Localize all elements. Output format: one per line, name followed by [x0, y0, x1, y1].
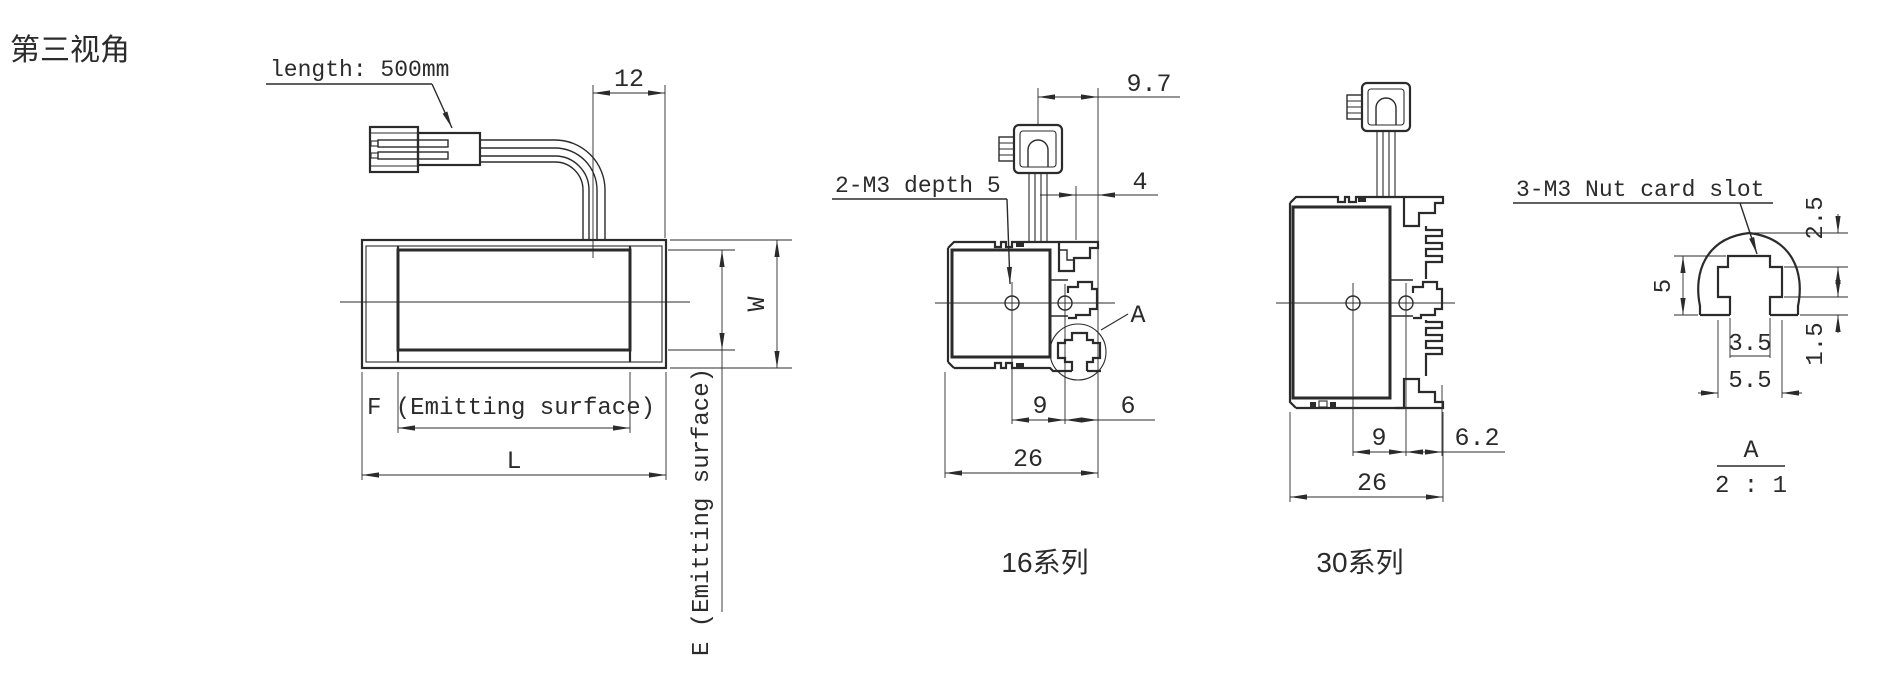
dim-97-extensions [1037, 88, 1099, 478]
profile-30-top-edge [1289, 195, 1395, 204]
dim-width: W [743, 296, 772, 311]
profile-16-nut-slot [1056, 331, 1102, 371]
dim-emitting-width: E (Emitting surface) [689, 368, 716, 656]
profile-30-left-edge [1288, 203, 1297, 409]
dim-55-extensions [1717, 320, 1783, 398]
detail-dome-outline [1697, 231, 1801, 315]
connector-30-prongs [1347, 100, 1362, 114]
profile-30-top-hook [1395, 195, 1445, 228]
profile-16-bottom-mark [1016, 363, 1024, 368]
profile-30-fins-upper [1424, 226, 1444, 279]
wire-loop-30 [1375, 97, 1397, 125]
dim-w-extensions [670, 239, 792, 369]
bar-body-inner-line [365, 245, 663, 363]
connector-30-inner [1367, 88, 1405, 126]
profile-16-bottom-edge [954, 361, 1101, 373]
series-30-label: 30系列 [1316, 547, 1403, 578]
detail-a-view: 3-M3 Nut card slot 5 2.5 1.5 3.5 5.5 A 2… [1513, 177, 1848, 500]
profile-16-left-edge [946, 248, 955, 369]
connector-back-detail [370, 132, 418, 167]
profile-16-mid-tab [1066, 280, 1099, 320]
profile-30-bottom-hook [1395, 377, 1445, 410]
dim-1-5: 1.5 [1803, 322, 1830, 365]
note-2m3-leader [832, 198, 1010, 284]
dim-6: 6 [1120, 392, 1135, 421]
end-cap-dividers [396, 246, 632, 362]
bar-body-outline [360, 238, 668, 370]
dim-5: 5 [1651, 279, 1678, 293]
dim-5-5: 5.5 [1728, 368, 1771, 395]
cable-horizontal [480, 139, 555, 163]
profile-16-top-hook-inner [1059, 249, 1074, 261]
dim-e-extensions [668, 249, 735, 351]
series-16-view: A 9.7 4 2-M3 depth 5 9 6 26 16系列 [832, 70, 1180, 578]
centerline-30-v [1352, 283, 1407, 456]
dim-9-7: 9.7 [1126, 70, 1171, 99]
profile-30-bottom-mark3 [1330, 402, 1336, 407]
dim-9-16: 9 [1032, 392, 1047, 421]
connector-16-prongs [999, 142, 1014, 156]
dim-l-extensions [361, 372, 667, 480]
cable-bend [554, 139, 606, 191]
cable-length-note: length: 500mm [270, 57, 449, 83]
front-view: length: 500mm 12 F (Emitting surface) [266, 57, 792, 656]
note-3m3: 3-M3 Nut card slot [1516, 177, 1764, 203]
connector-front-shell [416, 131, 482, 167]
dim-f-extensions [397, 372, 631, 433]
dim-right-extensions [1752, 232, 1848, 316]
profile-16-top-hook [1050, 240, 1100, 273]
connector-16-inner [1019, 130, 1057, 168]
profile-16-top-edge [947, 240, 1050, 249]
detail-title-a: A [1743, 436, 1758, 465]
connector-30-outer [1360, 81, 1412, 133]
detail-ref-a: A [1130, 301, 1145, 330]
dim-4: 4 [1132, 168, 1147, 197]
detail-scale: 2 : 1 [1715, 473, 1787, 500]
series-30-view: 9 6.2 26 30系列 [1276, 81, 1505, 578]
projection-view-label: 第三视角 [10, 34, 130, 67]
profile-16-top-mark [1016, 242, 1024, 247]
wire-loop-16 [1027, 139, 1049, 167]
cable-16 [1028, 173, 1048, 242]
cable-vertical [582, 190, 606, 240]
dim-3-5: 3.5 [1728, 331, 1771, 358]
dim-12: 12 [614, 65, 644, 94]
dim-12-extensions [592, 85, 666, 258]
cable-30 [1376, 131, 1396, 197]
detail-a-circle [1049, 323, 1107, 381]
dim-35-extensions [1729, 318, 1771, 358]
dim-26-16: 26 [1013, 445, 1043, 474]
profile-30-fins-lower [1424, 320, 1444, 376]
profile-30-mid-tab [1411, 280, 1444, 320]
note-3m3-leader [1513, 202, 1773, 254]
detail-a-leader [1100, 313, 1129, 331]
centerline-16-v [1011, 282, 1066, 424]
profile-30-mid-links [1390, 279, 1413, 317]
profile-30-bottom-mark1 [1310, 402, 1316, 407]
profile-30-bottom-mark2 [1318, 400, 1328, 408]
series-16-label: 16系列 [1001, 547, 1088, 578]
profile-16-cavity [950, 248, 1052, 359]
dim-26-30: 26 [1357, 469, 1387, 498]
profile-30-top-mark [1358, 197, 1366, 202]
dim-26-30-extensions [1289, 412, 1444, 502]
dim-2-5: 2.5 [1803, 196, 1830, 239]
connector-back-shell [368, 125, 420, 174]
dim-emitting-length: F (Emitting surface) [367, 395, 655, 422]
dim-9-30: 9 [1371, 424, 1386, 453]
cable-length-leader [266, 83, 452, 128]
dim-total-length: L [506, 447, 521, 476]
profile-30-cavity [1291, 205, 1392, 400]
detail-t-slot [1716, 254, 1784, 315]
connector-16-outer [1012, 123, 1064, 175]
dim-6-2: 6.2 [1454, 424, 1499, 453]
connector-pins [370, 139, 449, 160]
emitting-window [396, 248, 632, 352]
note-2m3: 2-M3 depth 5 [835, 173, 1001, 199]
